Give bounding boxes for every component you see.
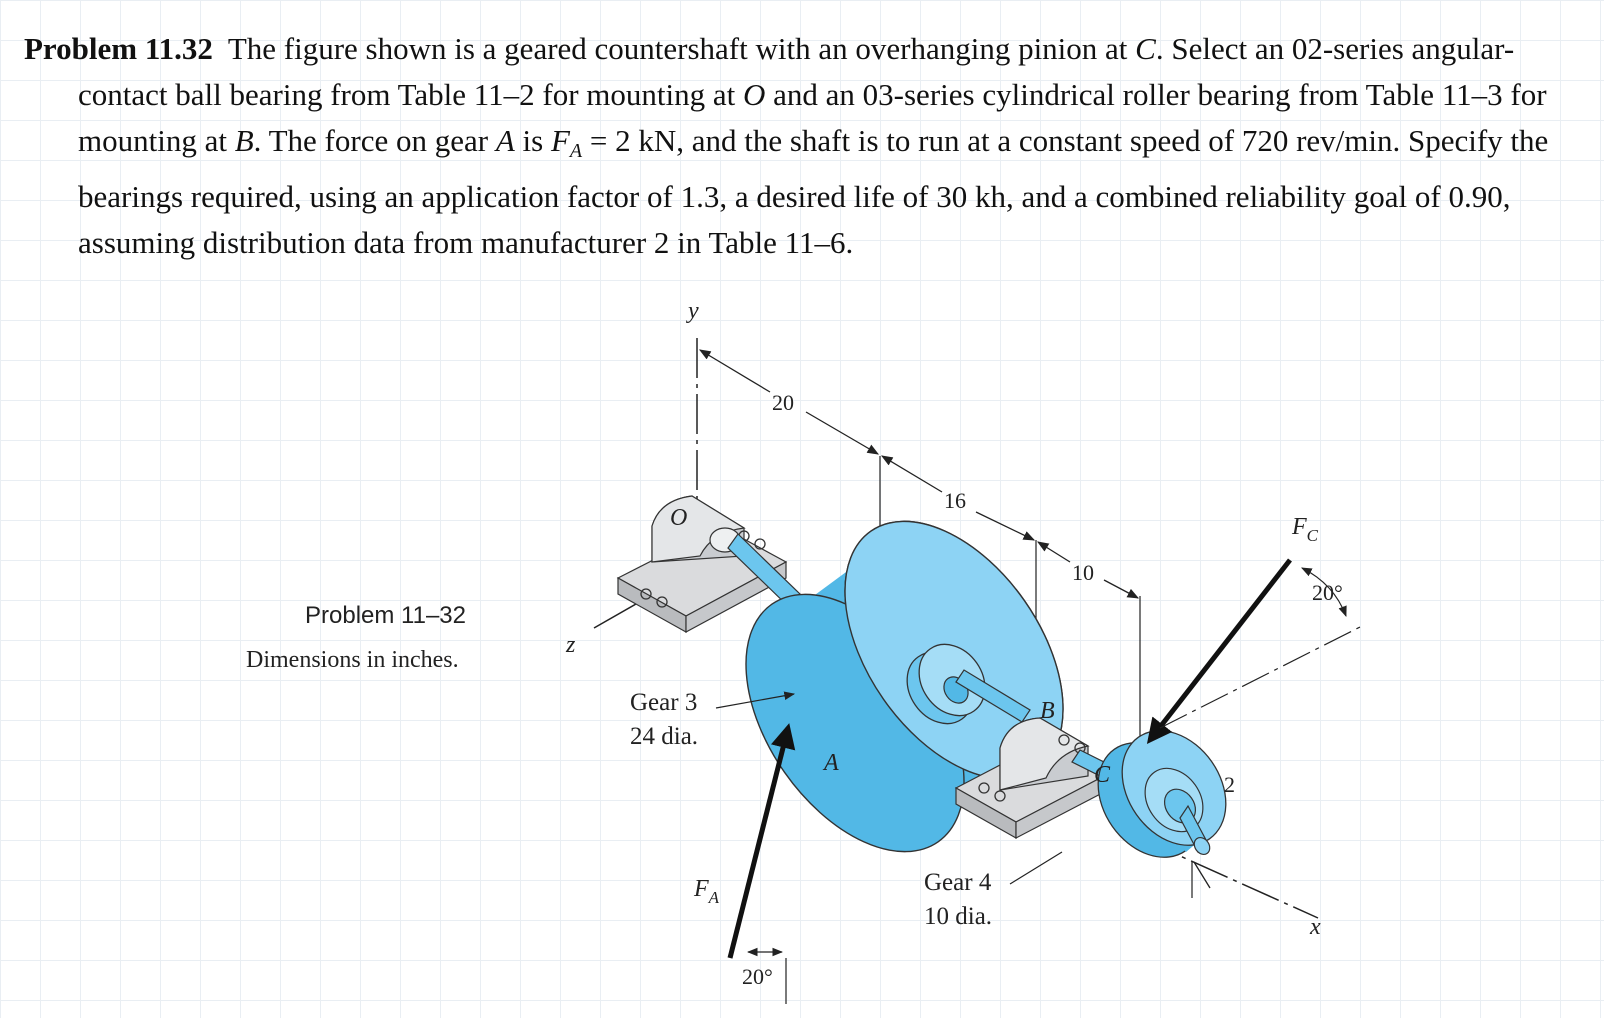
- axis-label-z: z: [565, 632, 576, 658]
- gear4-dia: 10 dia.: [924, 903, 992, 930]
- dim-label-20: 20: [772, 390, 794, 415]
- axis-label-y: y: [686, 298, 699, 324]
- figure-caption-title: Problem 11–32: [305, 602, 466, 629]
- dim-label-16: 16: [944, 488, 966, 513]
- angle-a-label: 20°: [742, 964, 773, 989]
- axis-label-x: x: [1309, 914, 1321, 940]
- force-fa-sub: A: [708, 888, 720, 907]
- label-b: B: [1040, 698, 1055, 724]
- force-fc-sub: C: [1307, 526, 1319, 545]
- force-symbol: F: [550, 123, 570, 158]
- text-part: The figure shown is a geared countershaf…: [227, 31, 1136, 66]
- label-a: A: [822, 750, 839, 776]
- label-o: O: [670, 505, 687, 531]
- gear3-name: Gear 3: [630, 689, 697, 716]
- shaft-segment-2: [955, 669, 1031, 723]
- problem-statement: Problem 11.32 The figure shown is a gear…: [24, 26, 1574, 266]
- dim-label-2: 2: [1224, 772, 1235, 797]
- text-part: is: [514, 123, 551, 158]
- dim-16: 16: [880, 455, 1036, 541]
- force-subscript: A: [569, 140, 583, 162]
- gear3-dia: 24 dia.: [630, 723, 698, 750]
- gear4-name: Gear 4: [924, 869, 992, 896]
- text-part: . Select an 02-series angular-contact ba…: [78, 31, 1515, 112]
- force-fa-label: FA: [693, 876, 720, 907]
- problem-text: Problem 11.32 The figure shown is a gear…: [24, 26, 1574, 266]
- force-fa-main: F: [693, 876, 709, 902]
- gear-4: [1097, 730, 1227, 858]
- text-part: . The force on gear: [253, 123, 496, 158]
- var-c: C: [1135, 31, 1156, 66]
- var-o: O: [743, 77, 766, 112]
- var-b: B: [234, 123, 254, 158]
- angle-c-dim: 20°: [1301, 567, 1347, 618]
- force-fc-arrow: [1146, 558, 1363, 744]
- force-fa-arrow: [727, 723, 796, 1004]
- text-part: = 2 kN, and the shaft is to run at a con…: [78, 123, 1549, 260]
- angle-a-dim: 20°: [742, 947, 784, 989]
- force-fc-main: F: [1291, 514, 1307, 540]
- var-a: A: [495, 123, 515, 158]
- gear4-callout: Gear 4 10 dia.: [924, 851, 1063, 930]
- force-fc-label: FC: [1291, 514, 1319, 545]
- problem-heading: Problem 11.32: [24, 31, 213, 66]
- label-c: C: [1094, 762, 1111, 788]
- text-part: and an 03-series cylindrical roller bear…: [78, 77, 1547, 158]
- dim-label-10: 10: [1072, 560, 1094, 585]
- figure-caption-subtitle: Dimensions in inches.: [246, 647, 459, 673]
- dim-10: 10: [1037, 541, 1140, 599]
- angle-c-label: 20°: [1312, 580, 1343, 605]
- gear3-callout: Gear 3 24 dia.: [630, 689, 796, 750]
- dim-20: 20: [698, 349, 880, 455]
